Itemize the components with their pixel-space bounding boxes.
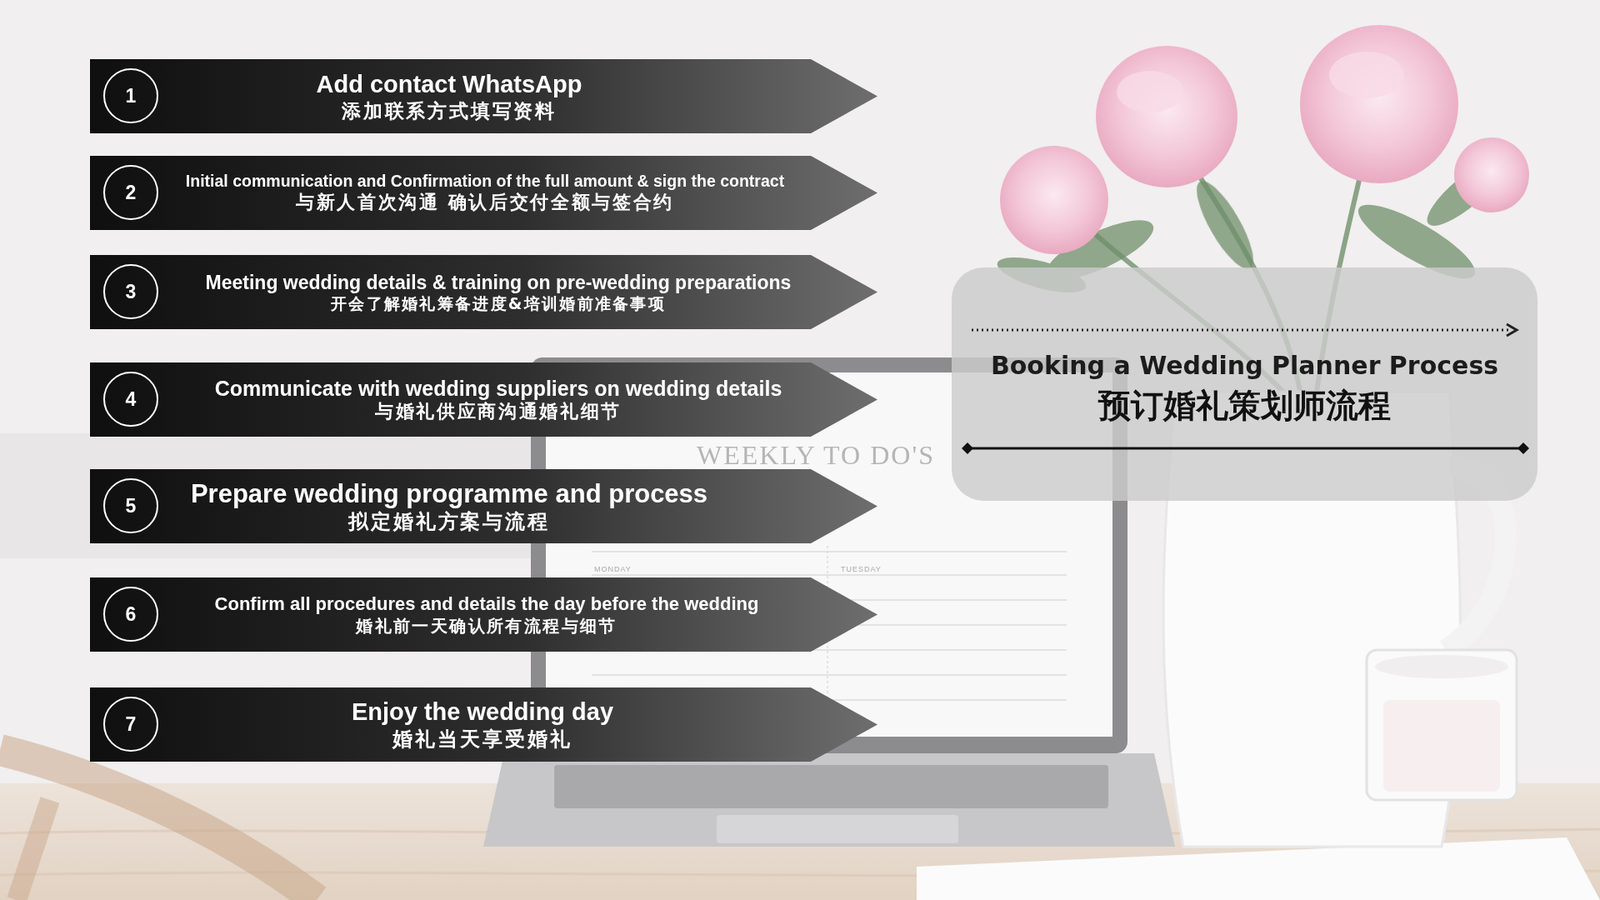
banner-text-group: Confirm all procedures and details the d…	[215, 577, 760, 652]
callout-number: 4	[125, 390, 137, 410]
rule-arrowhead	[1506, 324, 1517, 336]
step-title-en: Enjoy the wedding day	[351, 697, 614, 727]
step-number-circle: 4	[103, 371, 159, 427]
step-title-zh: 婚礼当天享受婚礼	[392, 727, 572, 752]
laptop-trackpad	[716, 815, 959, 844]
step-title-zh: 添加联系方式填写资料	[341, 99, 557, 123]
step-banner: Communicate with wedding suppliers on we…	[90, 362, 878, 437]
banner-arrow	[90, 687, 878, 762]
panel-title-zh: 预订婚礼策划师流程	[1098, 386, 1391, 426]
candle-glass	[1366, 650, 1517, 800]
step-banner: Confirm all procedures and details the d…	[90, 577, 878, 652]
panel-decoration	[951, 267, 1538, 501]
step-title-zh: 拟定婚礼方案与流程	[348, 510, 550, 535]
panel-title-en: Booking a Wedding Planner Process	[990, 350, 1499, 381]
screen-day: MONDAY	[594, 565, 632, 574]
solid-rule	[967, 447, 1524, 450]
callout-number: 5	[125, 496, 137, 516]
step-banner: Initial communication and Confirmation o…	[90, 155, 878, 230]
step-number-circle: 5	[103, 478, 159, 534]
step-banner: Prepare wedding programme and process拟定婚…	[90, 469, 878, 544]
banner-arrow	[90, 469, 878, 544]
banner-text-group: Add contact WhatsApp添加联系方式填写资料	[316, 59, 583, 134]
screen-day: TUESDAY	[840, 565, 882, 574]
step-number-circle: 7	[103, 696, 159, 752]
step-number-circle: 1	[103, 68, 159, 124]
banner-text-group: Prepare wedding programme and process拟定婚…	[190, 469, 708, 544]
step-number-circle: 6	[103, 586, 159, 642]
step-title-en: Prepare wedding programme and process	[190, 478, 708, 510]
screen-heading: WEEKLY TO DO'S	[696, 441, 935, 469]
step-banner: Add contact WhatsApp添加联系方式填写资料 1	[90, 59, 878, 134]
step-title-en: Initial communication and Confirmation o…	[185, 171, 785, 192]
banner-arrow	[90, 362, 878, 437]
chair-back	[0, 750, 317, 900]
step-number-circle: 3	[103, 264, 159, 320]
callout-number: 3	[125, 282, 137, 302]
laptop-base	[483, 753, 1175, 847]
step-banner: Enjoy the wedding day婚礼当天享受婚礼 7	[90, 687, 878, 762]
peonies	[1000, 25, 1530, 255]
step-title-zh: 与新人首次沟通 确认后交付全额与签合约	[295, 191, 675, 215]
title-panel: Booking a Wedding Planner Process 预订婚礼策划师…	[951, 267, 1538, 501]
step-title-en: Add contact WhatsApp	[316, 70, 583, 100]
callout-number: 6	[125, 605, 137, 625]
banner-text-group: Enjoy the wedding day婚礼当天享受婚礼	[351, 687, 614, 762]
rule-diamond	[1517, 442, 1530, 455]
callout-number: 1	[125, 86, 137, 106]
banner-text-group: Meeting wedding details & training on pr…	[205, 255, 792, 330]
callout-number: 7	[125, 715, 137, 735]
banner-arrow-shape	[90, 577, 878, 652]
step-title-en: Communicate with wedding suppliers on we…	[215, 375, 783, 402]
step-title-zh: 婚礼前一天确认所有流程与细节	[355, 615, 618, 636]
banner-arrow	[90, 255, 878, 330]
step-title-en: Meeting wedding details & training on pr…	[205, 270, 792, 295]
banner-text-group: Initial communication and Confirmation o…	[185, 155, 785, 230]
rule-diamond	[961, 442, 974, 455]
step-banner: Meeting wedding details & training on pr…	[90, 255, 878, 330]
step-number-circle: 2	[103, 165, 159, 220]
chair-rail	[16, 800, 50, 900]
step-title-zh: 开会了解婚礼筹备进度&培训婚前准备事项	[330, 294, 666, 314]
dotted-rule	[971, 329, 1512, 332]
banner-arrow	[90, 155, 878, 230]
step-title-zh: 与婚礼供应商沟通婚礼细节	[375, 400, 622, 424]
callout-number: 2	[125, 183, 137, 203]
laptop-keyboard	[554, 765, 1109, 809]
banner-arrow	[90, 577, 878, 652]
banner-arrow	[90, 59, 878, 134]
step-title-en: Confirm all procedures and details the d…	[215, 593, 760, 616]
banner-text-group: Communicate with wedding suppliers on we…	[215, 362, 783, 437]
